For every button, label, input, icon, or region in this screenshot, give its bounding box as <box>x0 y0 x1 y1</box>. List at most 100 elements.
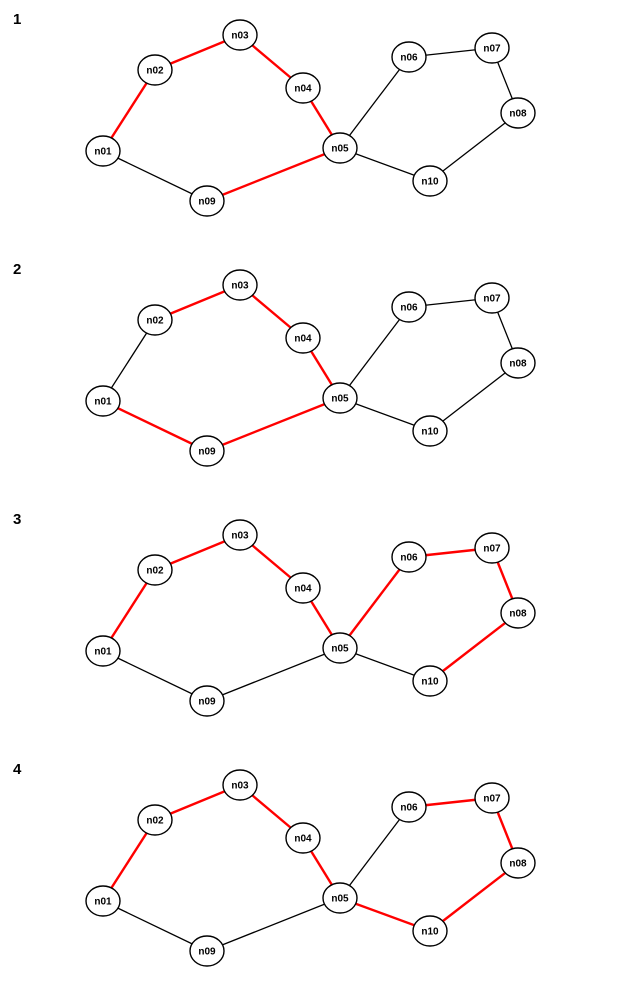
graph-edge <box>206 897 341 952</box>
graph-node-label: n02 <box>146 316 164 327</box>
graph-node-n05 <box>322 382 358 414</box>
graph-node-label: n07 <box>483 544 501 555</box>
graph-node-label: n01 <box>94 647 112 658</box>
graph-node-label: n04 <box>294 834 312 845</box>
graph-node-label: n06 <box>400 53 418 64</box>
graph-edge <box>429 112 519 182</box>
graph-node-label: n08 <box>509 359 527 370</box>
graph-node-label: n07 <box>483 794 501 805</box>
graph-node-label: n10 <box>421 427 439 438</box>
graph-node-label: n01 <box>94 897 112 908</box>
graph-node-label: n09 <box>198 947 216 958</box>
graph-edge <box>339 56 410 149</box>
graph-edge <box>429 362 519 432</box>
graph-node-label: n04 <box>294 584 312 595</box>
graph-node-label: n07 <box>483 44 501 55</box>
graph-node-label: n06 <box>400 803 418 814</box>
graph-node-n05 <box>322 882 358 914</box>
graph-number: 1 <box>13 11 22 28</box>
graph-node-n07 <box>474 782 510 814</box>
graph-edge-highlighted <box>102 399 208 453</box>
graph-node-n04 <box>285 572 321 604</box>
graph-node-n01 <box>85 635 121 667</box>
graph-node-n06 <box>391 791 427 823</box>
graph-node-n03 <box>222 519 258 551</box>
graph-node-n02 <box>137 804 173 836</box>
graph-node-n05 <box>322 632 358 664</box>
graph-edge <box>102 650 208 702</box>
graph-node-label: n02 <box>146 816 164 827</box>
graph-edge <box>206 647 341 702</box>
graph-node-label: n01 <box>94 147 112 158</box>
graph-edge-highlighted <box>429 612 519 682</box>
graph-number: 4 <box>13 761 22 778</box>
graph-node-n06 <box>391 541 427 573</box>
graph-node-n10 <box>412 915 448 947</box>
graph-node-label: n08 <box>509 109 527 120</box>
graph-node-label: n05 <box>331 394 349 405</box>
graph-node-n07 <box>474 32 510 64</box>
graph-node-label: n07 <box>483 294 501 305</box>
graph-node-n06 <box>391 291 427 323</box>
graph-node-n04 <box>285 822 321 854</box>
graph-node-label: n03 <box>231 31 249 42</box>
graph-node-label: n09 <box>198 447 216 458</box>
graph-node-n08 <box>500 597 536 629</box>
graph-node-label: n10 <box>421 677 439 688</box>
graph-node-label: n02 <box>146 566 164 577</box>
graph-row-2: 2 n01 n02 n03 n04 n05 n06 n07 n08 n09 n10 <box>0 250 626 500</box>
graph-node-n03 <box>222 19 258 51</box>
graph-edge-highlighted <box>339 556 410 649</box>
graph-node-n08 <box>500 347 536 379</box>
graph-node-label: n03 <box>231 281 249 292</box>
graph-node-n03 <box>222 269 258 301</box>
graph-node-n09 <box>189 685 225 717</box>
graph-node-n01 <box>85 385 121 417</box>
graph-node-n04 <box>285 72 321 104</box>
graph-node-label: n04 <box>294 84 312 95</box>
graph-node-label: n01 <box>94 397 112 408</box>
graph-node-n08 <box>500 97 536 129</box>
graph-node-n09 <box>189 185 225 217</box>
graph-node-n10 <box>412 415 448 447</box>
graph-node-label: n10 <box>421 177 439 188</box>
graph-edge <box>339 306 410 399</box>
graph-node-label: n05 <box>331 644 349 655</box>
graph-node-n01 <box>85 135 121 167</box>
graph-node-n05 <box>322 132 358 164</box>
graph-node-n10 <box>412 665 448 697</box>
graph-node-n02 <box>137 554 173 586</box>
graph-node-label: n09 <box>198 197 216 208</box>
graph-node-n03 <box>222 769 258 801</box>
graph-edge <box>102 900 208 952</box>
graph-edge <box>102 150 208 202</box>
graph-node-label: n10 <box>421 927 439 938</box>
graph-node-n07 <box>474 532 510 564</box>
graph-number: 2 <box>13 261 22 278</box>
graph-node-label: n05 <box>331 894 349 905</box>
graph-node-n07 <box>474 282 510 314</box>
graph-node-n09 <box>189 935 225 967</box>
graph-node-n01 <box>85 885 121 917</box>
graph-node-n06 <box>391 41 427 73</box>
graph-node-label: n06 <box>400 553 418 564</box>
graph-node-label: n06 <box>400 303 418 314</box>
graph-edge-highlighted <box>206 396 341 453</box>
graph-node-label: n08 <box>509 859 527 870</box>
graph-svg-2: n01 n02 n03 n04 n05 n06 n07 n08 n09 n10 <box>85 269 536 467</box>
graph-node-label: n04 <box>294 334 312 345</box>
graph-node-n02 <box>137 54 173 86</box>
graph-node-label: n02 <box>146 66 164 77</box>
graph-number: 3 <box>13 511 22 528</box>
graph-node-n02 <box>137 304 173 336</box>
graph-node-label: n03 <box>231 531 249 542</box>
graph-node-n04 <box>285 322 321 354</box>
graph-edge <box>339 806 410 899</box>
graph-node-n08 <box>500 847 536 879</box>
